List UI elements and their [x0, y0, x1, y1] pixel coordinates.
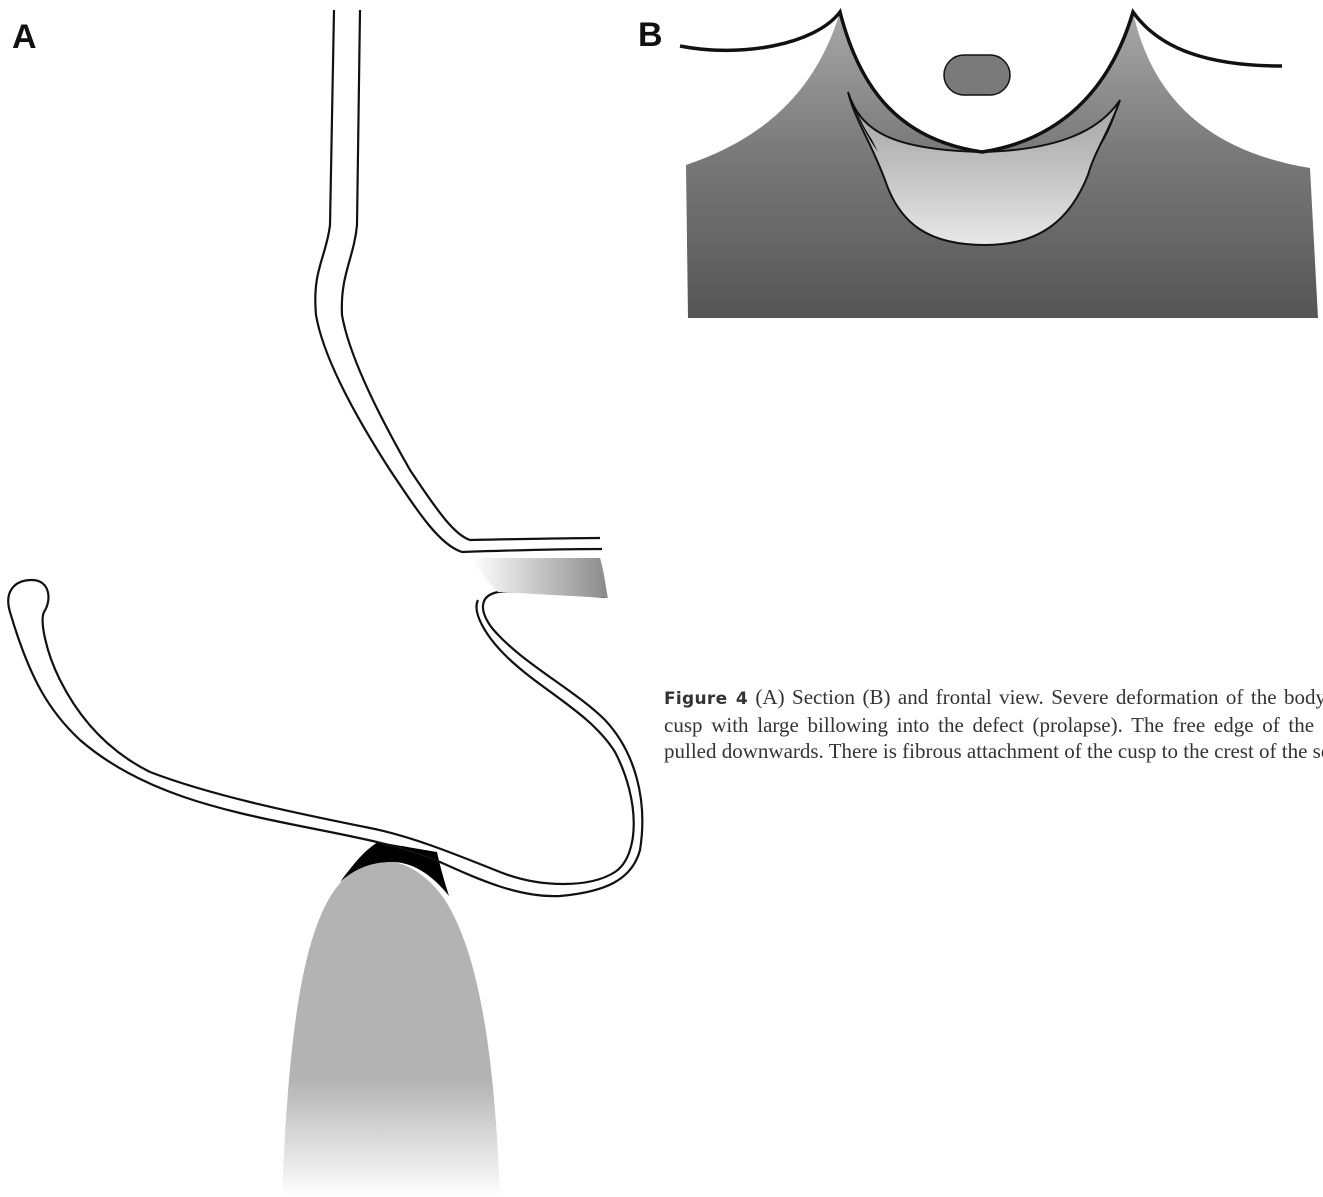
figure-caption: Figure 4 (A) Section (B) and frontal vie… [664, 684, 1323, 784]
cusp-wall-inner [342, 10, 600, 540]
panel-b-frontal-view [680, 12, 1318, 318]
panel-a-section-view [8, 10, 642, 1197]
cusp-wall-outer [8, 10, 642, 896]
coronary-ostium [944, 55, 1010, 95]
ostium-gradient [472, 558, 608, 598]
figure-number: Figure 4 [664, 689, 748, 709]
caption-text: (A) Section (B) and frontal view. Severe… [664, 685, 1323, 763]
septum-shape [282, 862, 500, 1197]
